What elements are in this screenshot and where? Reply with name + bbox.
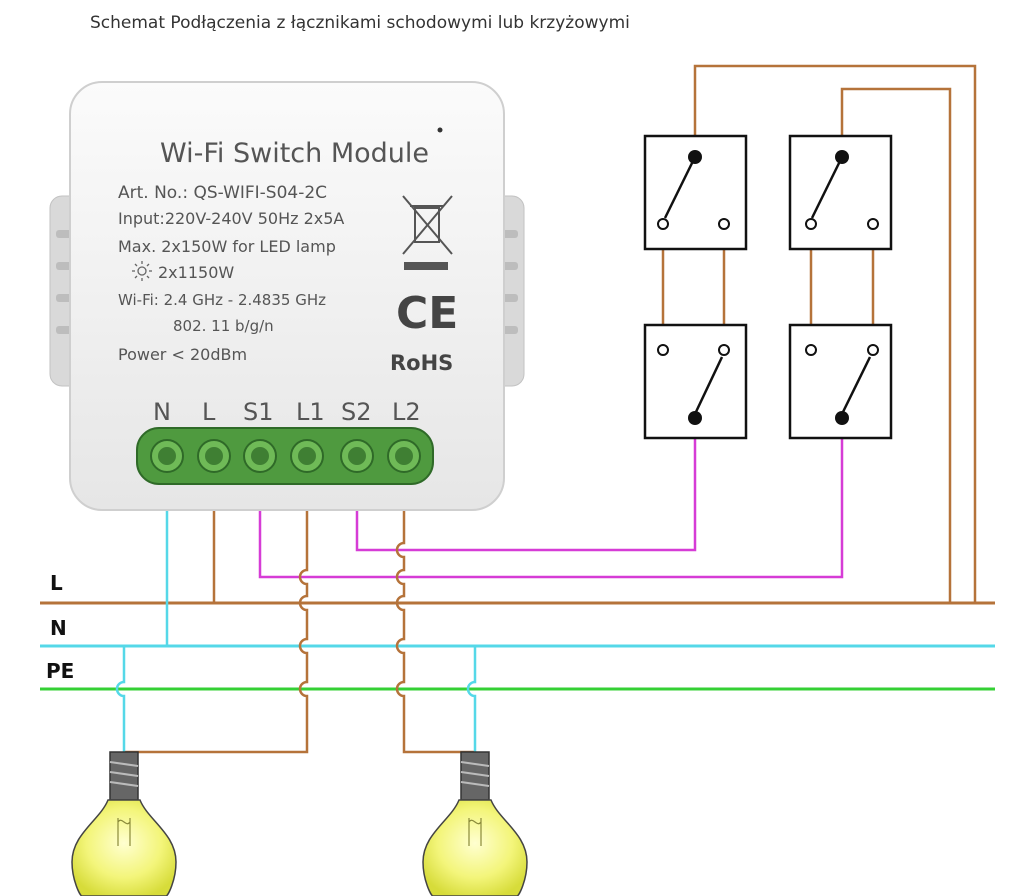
terminal-label-s2: S2 (341, 398, 372, 426)
bus-lines: L N PE (40, 571, 995, 691)
module-wifi: Wi-Fi: 2.4 GHz - 2.4835 GHz (118, 291, 326, 309)
module-wifi-std: 802. 11 b/g/n (173, 317, 274, 335)
sun-icon (132, 261, 152, 281)
module-bulb-power: 2x1150W (158, 263, 234, 282)
wire-s2 (355, 418, 697, 552)
switch-top-right (788, 134, 893, 251)
module-title: Wi-Fi Switch Module (160, 138, 429, 169)
lamp-1 (71, 751, 177, 896)
module-input: Input:220V-240V 50Hz 2x5A (118, 209, 344, 228)
module-power: Power < 20dBm (118, 345, 247, 364)
wire-lamp1-neutral (115, 646, 126, 752)
bus-label-l: L (50, 571, 63, 595)
wire-feed-switch1 (693, 64, 977, 603)
module-max: Max. 2x150W for LED lamp (118, 237, 336, 256)
terminal-label-l2: L2 (392, 398, 421, 426)
switch-bottom-right (788, 323, 893, 440)
terminal-screws (150, 439, 421, 473)
wire-l2 (395, 505, 475, 754)
terminal-label-s1: S1 (243, 398, 274, 426)
terminal-labels: N L S1 L1 S2 L2 (153, 398, 421, 426)
switch-bottom-left (643, 323, 748, 440)
wire-l1 (124, 505, 309, 754)
weee-bin-icon (402, 195, 453, 270)
terminal-screw (243, 439, 277, 473)
terminal-screw (197, 439, 231, 473)
terminal-screw (290, 439, 324, 473)
module-ce-mark: CE (396, 288, 458, 339)
terminal-label-l1: L1 (296, 398, 325, 426)
diagram-caption: Schemat Podłączenia z łącznikami schodow… (90, 13, 630, 33)
module-rohs-mark: RoHS (390, 351, 453, 375)
wifi-switch-module: Wi-Fi Switch Module Art. No.: QS-WIFI-S0… (49, 81, 525, 511)
wire-s1 (258, 418, 844, 579)
module-body (69, 81, 505, 511)
switch-top-left (643, 134, 748, 251)
terminal-label-l: L (202, 398, 216, 426)
module-art-no: Art. No.: QS-WIFI-S04-2C (118, 183, 327, 203)
bus-label-n: N (50, 616, 67, 640)
wire-feed-switch2 (840, 87, 952, 603)
terminal-screw (387, 439, 421, 473)
terminal-screw (340, 439, 374, 473)
terminal-label-n: N (153, 398, 171, 426)
bus-label-pe: PE (46, 659, 74, 683)
terminal-screw (150, 439, 184, 473)
wire-lamp2-neutral (466, 646, 477, 752)
lamp-2 (422, 751, 528, 896)
